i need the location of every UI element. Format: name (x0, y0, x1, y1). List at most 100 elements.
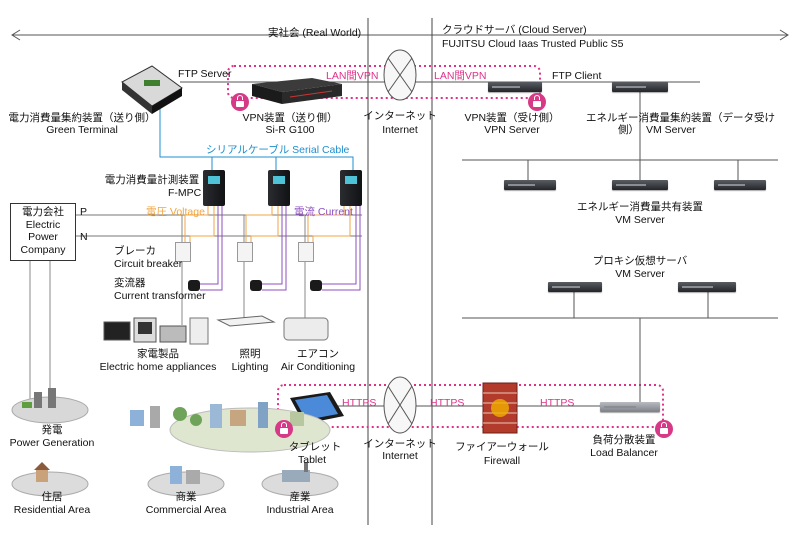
fmpc-label-jp: 電力消費量計測装置 (104, 174, 200, 186)
ct-2-icon (250, 280, 262, 291)
router-icon (252, 78, 342, 104)
green-terminal-icon (121, 65, 183, 114)
vpn-recv-label-jp: VPN装置（受け側） (464, 112, 560, 124)
aircon-label-en: Air Conditioning (280, 361, 356, 373)
arrow-right-head (779, 29, 789, 41)
breaker-3-icon (298, 242, 314, 262)
breaker-1-icon (175, 242, 191, 262)
current-lines (200, 206, 361, 291)
tablet-label-jp: タブレット (288, 441, 342, 453)
residential-label-jp: 住居 (41, 491, 63, 503)
share-server-3-icon (714, 180, 766, 190)
commercial-label-en: Commercial Area (145, 504, 227, 516)
lan-vpn-box (227, 65, 541, 99)
industrial-label-jp: 産業 (289, 491, 311, 503)
share-server-label-jp: エネルギー消費量共有装置 (577, 201, 703, 213)
proxy-server-1-icon (548, 282, 602, 292)
load-balancer-icon (600, 402, 660, 412)
share-server-label-en: VM Server (615, 214, 665, 226)
fmpc-meter-2-icon (268, 170, 290, 206)
residential-icon (11, 462, 89, 497)
internet-bottom-label-en: Internet (382, 450, 418, 462)
internet-globe-top (383, 49, 417, 101)
firewall-icon (482, 382, 518, 434)
ct-1-icon (188, 280, 200, 291)
industrial-icon (261, 462, 339, 497)
company-label-en2: Power (28, 231, 58, 243)
fmpc-label-en: F-MPC (168, 187, 202, 199)
voltage-label: 電圧 Voltage (146, 206, 205, 218)
city-area-icon (130, 402, 331, 453)
commercial-icon (147, 466, 225, 497)
breaker-2-icon (237, 242, 253, 262)
fmpc-meter-1-icon (203, 170, 225, 206)
ct-label-en: Current transformer (114, 290, 206, 302)
serial-cable-line (159, 108, 354, 170)
vpn-send-label-en: Si-R G100 (265, 124, 315, 136)
power-gen-label-jp: 発電 (41, 424, 63, 436)
vpn-server-icon (488, 82, 542, 92)
lan-vpn-label-right: LAN間VPN (434, 70, 487, 82)
lan-vpn-label-left: LAN間VPN (326, 70, 379, 82)
share-server-2-icon (612, 180, 668, 190)
internet-top-label-en: Internet (382, 124, 418, 136)
residential-label-en: Residential Area (13, 504, 91, 516)
https-label-2: HTTPS (430, 397, 465, 409)
lock-icon (528, 93, 546, 111)
ftp-server-label: FTP Server (178, 68, 232, 80)
ct-label-jp: 変流器 (114, 277, 146, 289)
line-n-label: N (80, 231, 88, 243)
ftp-client-label: FTP Client (552, 70, 602, 82)
firewall-label-jp: ファイアーウォール (455, 441, 549, 453)
fmpc-meter-3-icon (340, 170, 362, 206)
electric-power-company-box: 電力会社 Electric Power Company (10, 203, 76, 261)
breaker-label-en: Circuit breaker (114, 258, 183, 270)
share-server-1-icon (504, 180, 556, 190)
commercial-label-jp: 商業 (175, 491, 197, 503)
vpn-send-label-jp: VPN装置（送り側） (242, 112, 338, 124)
arrow-left-head (11, 29, 21, 41)
lighting-label-en: Lighting (231, 361, 269, 373)
agg-recv-label-jp2: 側） (618, 124, 639, 136)
firewall-label-en: Firewall (483, 455, 521, 467)
appliances-label-jp: 家電製品 (137, 348, 179, 360)
agg-recv-label-en: VM Server (646, 124, 696, 136)
lighting-label-jp: 照明 (239, 348, 261, 360)
vpn-recv-label-en: VPN Server (484, 124, 540, 136)
line-p-label: P (80, 206, 88, 218)
company-label-en3: Company (20, 243, 66, 256)
industrial-label-en: Industrial Area (266, 504, 334, 516)
cloud-network (462, 92, 778, 405)
load-drops (29, 215, 306, 400)
https-label-3: HTTPS (540, 397, 575, 409)
https-box (277, 384, 664, 428)
company-label-en1: Electric (25, 218, 61, 231)
load-balancer-label-en: Load Balancer (590, 447, 658, 459)
internet-top-label-jp: インターネット (363, 110, 437, 122)
proxy-server-2-icon (678, 282, 736, 292)
air-conditioner-icon (283, 317, 329, 341)
proxy-server-label-jp: プロキシ仮想サーバ (592, 255, 688, 267)
tablet-label-en: Tablet (297, 454, 327, 466)
serial-cable-label: シリアルケーブル Serial Cable (206, 144, 350, 156)
current-label: 電流 Current (294, 206, 353, 218)
breaker-label-jp: ブレーカ (114, 245, 156, 257)
internet-bottom-label-jp: インターネット (363, 438, 437, 450)
ftp-client-server-icon (612, 82, 668, 92)
ct-3-icon (310, 280, 322, 291)
power-gen-label-en: Power Generation (9, 437, 95, 449)
home-appliances-icon (103, 317, 209, 345)
lighting-icon (216, 315, 276, 327)
proxy-server-label-en: VM Server (615, 268, 665, 280)
lock-icon (655, 420, 673, 438)
load-balancer-label-jp: 負荷分散装置 (592, 434, 656, 446)
agg-recv-label-jp1: エネルギー消費量集約装置（データ受け (586, 112, 775, 124)
https-label-1: HTTPS (342, 397, 377, 409)
internet-globe-bottom (383, 376, 417, 434)
lock-icon (231, 93, 249, 111)
power-generation-icon (11, 388, 89, 424)
green-terminal-label-jp: 電力消費量集約装置（送り側） (8, 112, 156, 124)
aircon-label-jp: エアコン (297, 348, 339, 360)
